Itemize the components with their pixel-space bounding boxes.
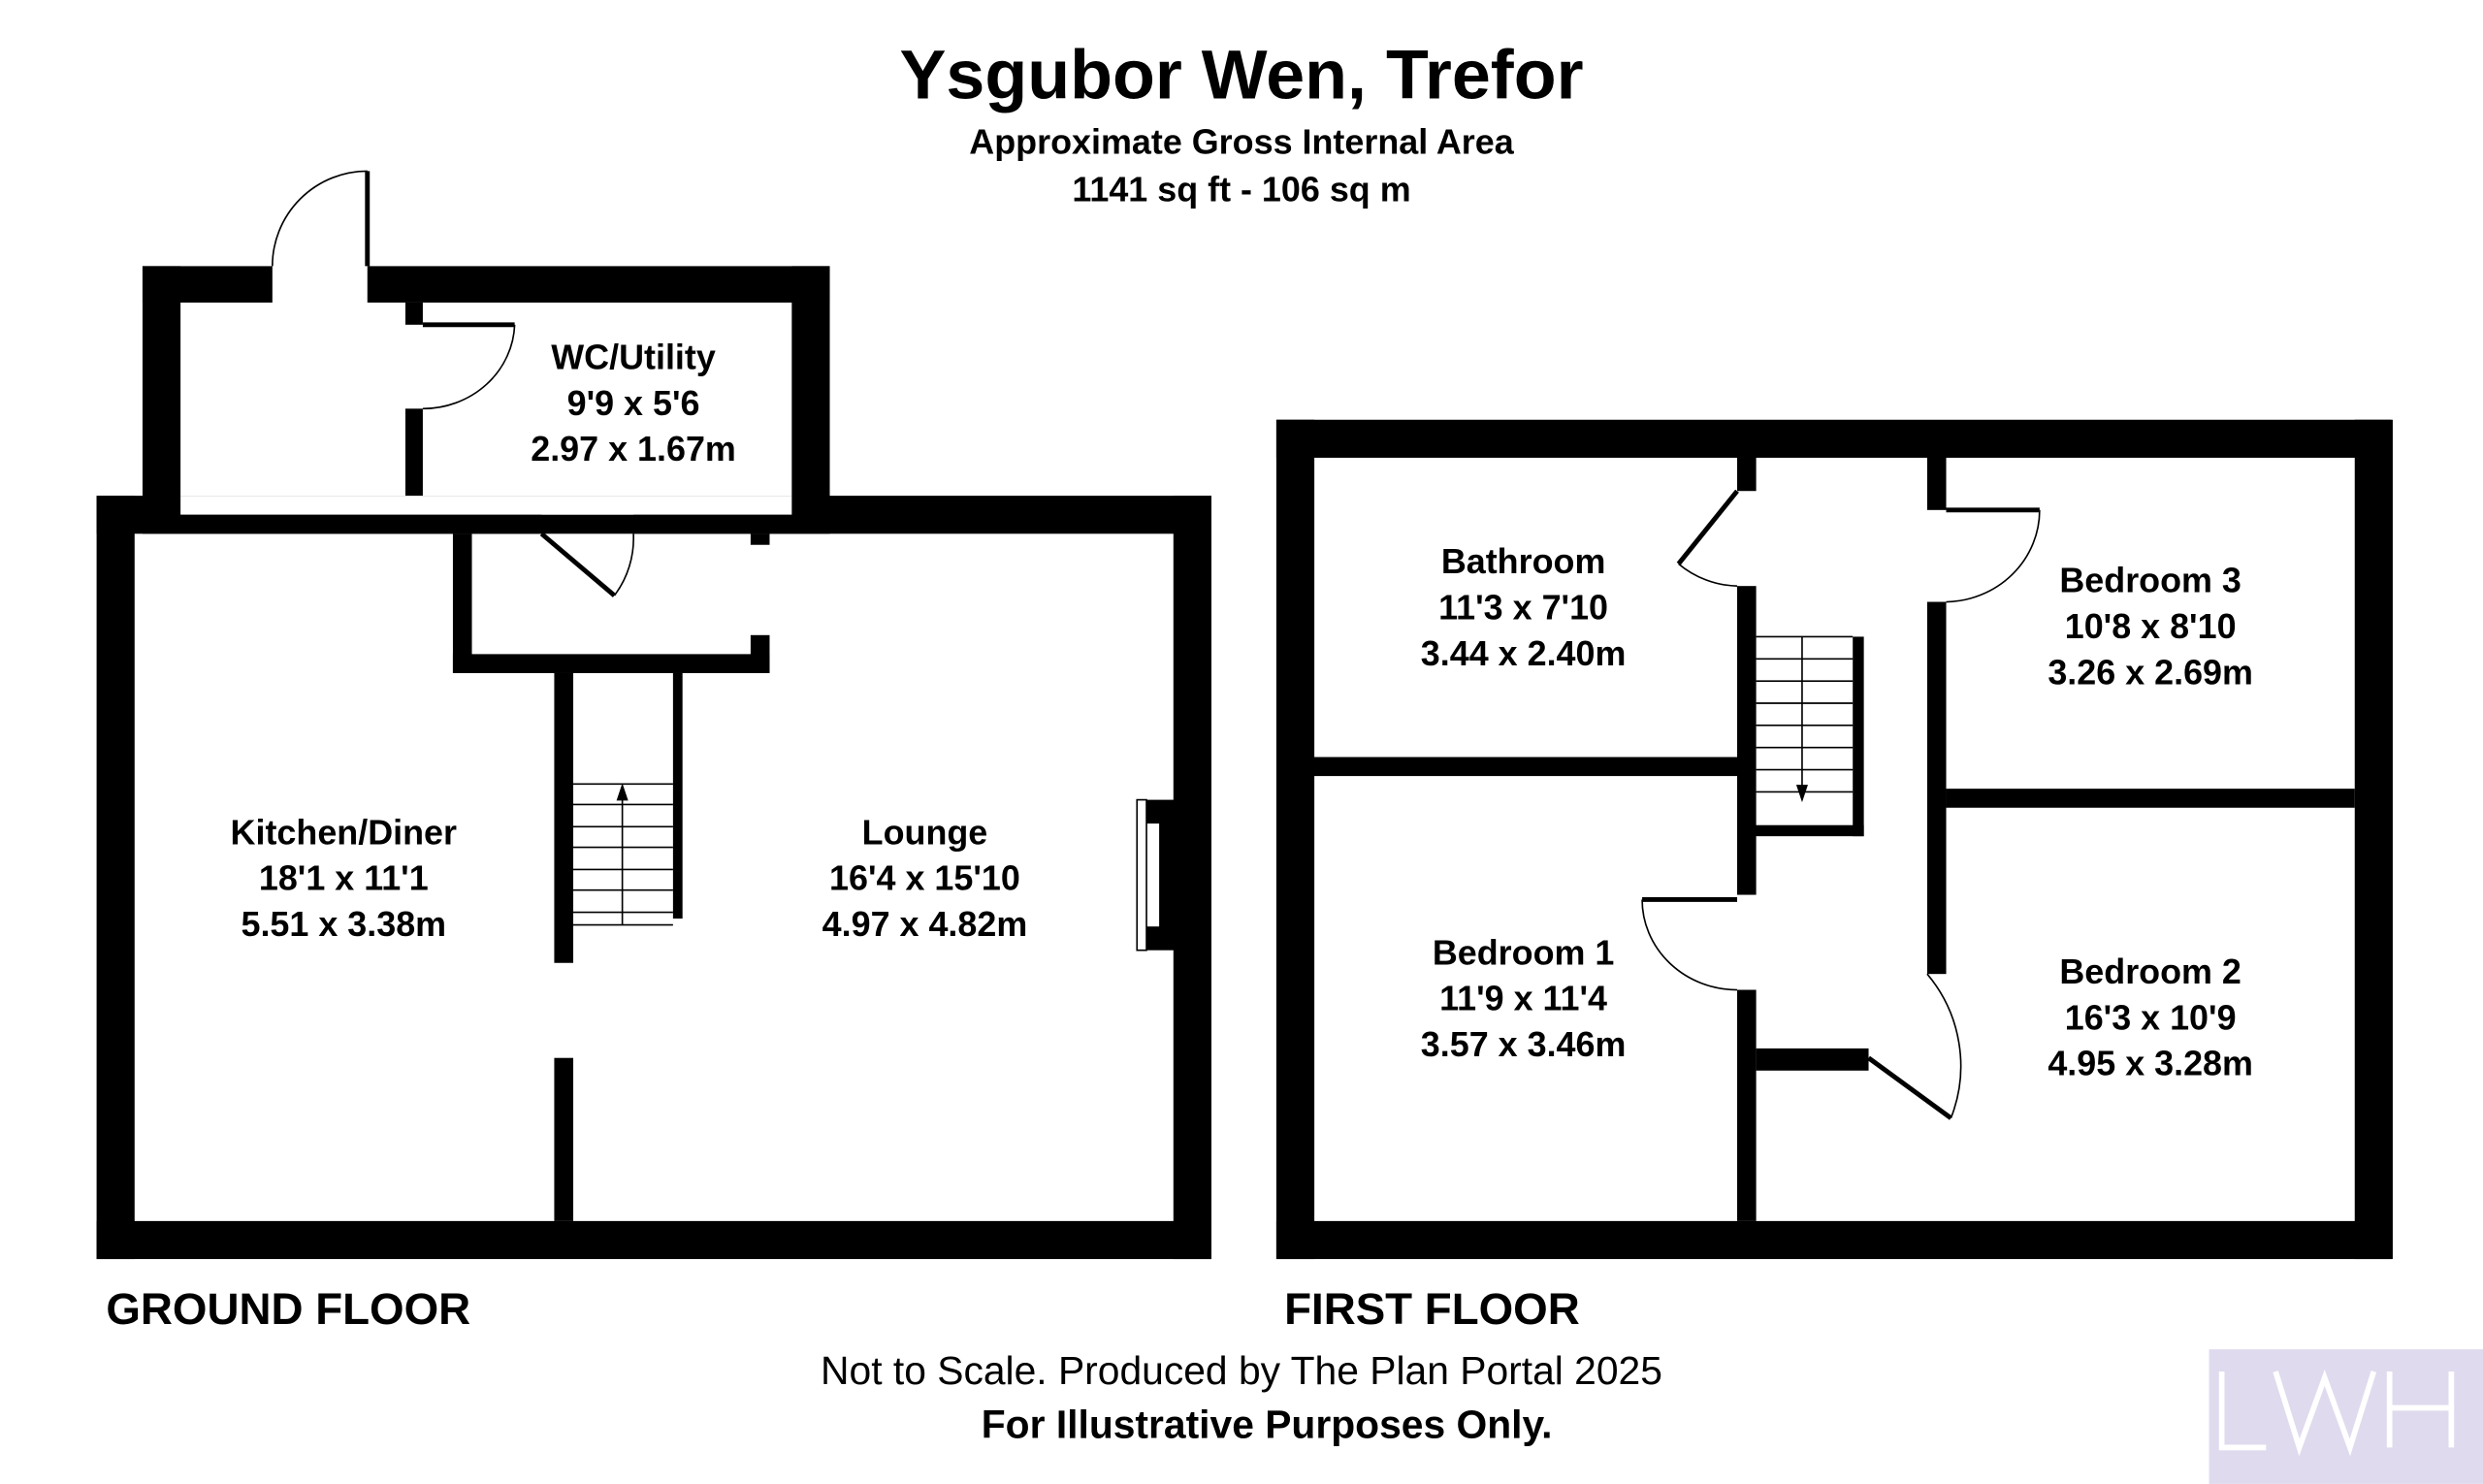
ground-stairs bbox=[573, 783, 673, 926]
room-kitchen-diner: Kitchen/Diner 18'1 x 11'1 5.51 x 3.38m bbox=[231, 812, 457, 944]
svg-text:16'3 x 10'9: 16'3 x 10'9 bbox=[2065, 997, 2237, 1037]
svg-text:10'8 x 8'10: 10'8 x 8'10 bbox=[2065, 606, 2237, 646]
svg-text:9'9 x 5'6: 9'9 x 5'6 bbox=[567, 383, 700, 423]
first-stairs bbox=[1756, 635, 1854, 803]
room-bedroom-3: Bedroom 3 10'8 x 8'10 3.26 x 2.69m bbox=[2048, 561, 2253, 693]
first-floor-label: FIRST FLOOR bbox=[1284, 1284, 1580, 1334]
svg-text:4.95 x 3.28m: 4.95 x 3.28m bbox=[2048, 1044, 2253, 1083]
svg-text:Bedroom 1: Bedroom 1 bbox=[1433, 932, 1615, 972]
svg-text:11'3 x 7'10: 11'3 x 7'10 bbox=[1438, 587, 1608, 627]
ground-floor-label: GROUND FLOOR bbox=[106, 1284, 470, 1334]
room-bedroom-2: Bedroom 2 16'3 x 10'9 4.95 x 3.28m bbox=[2048, 952, 2253, 1083]
svg-text:Lounge: Lounge bbox=[862, 812, 988, 852]
svg-text:Bedroom 3: Bedroom 3 bbox=[2059, 561, 2241, 600]
svg-text:2.97 x 1.67m: 2.97 x 1.67m bbox=[531, 429, 736, 468]
lwh-logo bbox=[2209, 1349, 2483, 1484]
svg-text:11'9 x 11'4: 11'9 x 11'4 bbox=[1439, 979, 1607, 1018]
svg-text:18'1 x 11'1: 18'1 x 11'1 bbox=[259, 858, 429, 898]
ground-floor-plan bbox=[96, 170, 1211, 1260]
scale-disclaimer: Not to Scale. Produced by The Plan Porta… bbox=[821, 1348, 1662, 1393]
svg-text:5.51 x 3.38m: 5.51 x 3.38m bbox=[241, 904, 446, 944]
svg-text:3.44 x 2.40m: 3.44 x 2.40m bbox=[1421, 633, 1627, 673]
first-floor-plan bbox=[1275, 419, 2393, 1260]
plan-subtitle: Approximate Gross Internal Area bbox=[969, 121, 1514, 161]
svg-text:WC/Utility: WC/Utility bbox=[551, 338, 716, 377]
svg-text:3.57 x 3.46m: 3.57 x 3.46m bbox=[1421, 1024, 1627, 1064]
room-bathroom: Bathroom 11'3 x 7'10 3.44 x 2.40m bbox=[1421, 541, 1627, 673]
svg-text:16'4 x 15'10: 16'4 x 15'10 bbox=[829, 858, 1020, 898]
gross-area: 1141 sq ft - 106 sq m bbox=[1072, 169, 1410, 209]
svg-text:4.97 x 4.82m: 4.97 x 4.82m bbox=[822, 904, 1028, 944]
first-doors bbox=[1641, 489, 2041, 1120]
room-wc-utility: WC/Utility 9'9 x 5'6 2.97 x 1.67m bbox=[531, 338, 736, 469]
svg-text:3.26 x 2.69m: 3.26 x 2.69m bbox=[2048, 652, 2253, 692]
room-bedroom-1: Bedroom 1 11'9 x 11'4 3.57 x 3.46m bbox=[1421, 932, 1627, 1064]
svg-text:Bathroom: Bathroom bbox=[1441, 541, 1606, 581]
plan-title: Ysgubor Wen, Trefor bbox=[899, 36, 1583, 113]
ground-doors bbox=[272, 170, 634, 597]
illustrative-note: For Illustrative Purposes Only. bbox=[982, 1403, 1553, 1447]
svg-text:Kitchen/Diner: Kitchen/Diner bbox=[231, 812, 457, 852]
svg-text:Bedroom 2: Bedroom 2 bbox=[2059, 952, 2241, 991]
room-lounge: Lounge 16'4 x 15'10 4.97 x 4.82m bbox=[822, 812, 1028, 944]
